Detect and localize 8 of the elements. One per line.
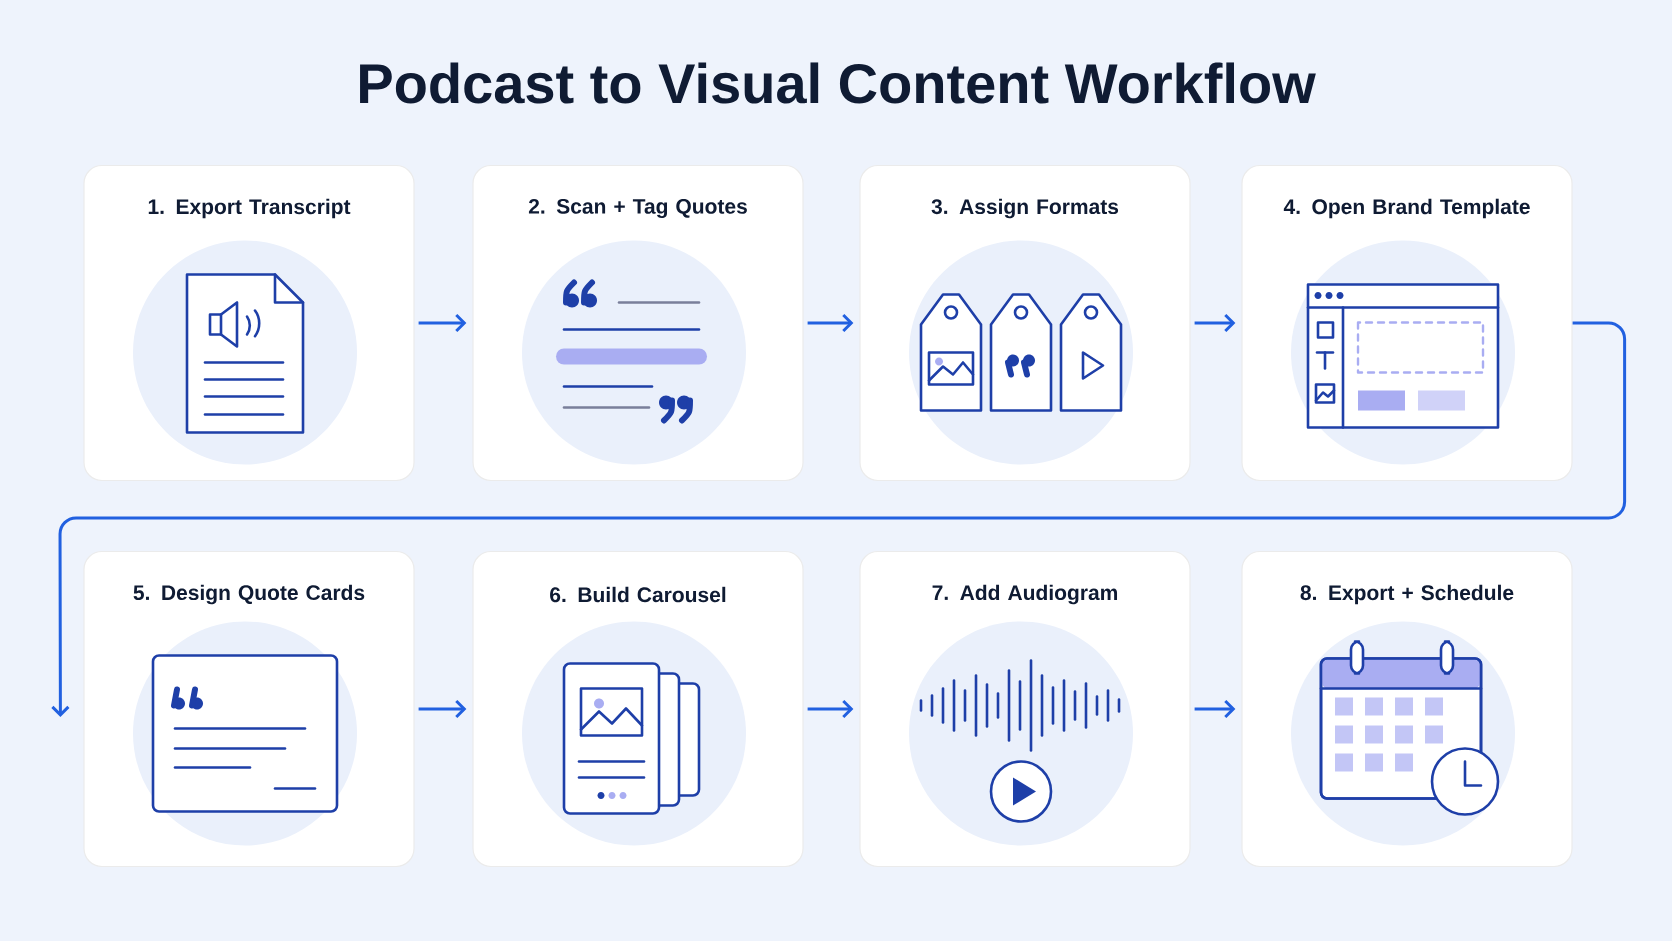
arrow xyxy=(418,313,467,333)
arrow xyxy=(807,699,854,719)
arrow xyxy=(807,313,854,333)
arrow xyxy=(418,699,467,719)
arrow xyxy=(51,321,1627,717)
title: Podcast to Visual Content Workflow xyxy=(360,62,1316,104)
arrow xyxy=(1194,313,1236,333)
arrow xyxy=(1194,699,1236,719)
